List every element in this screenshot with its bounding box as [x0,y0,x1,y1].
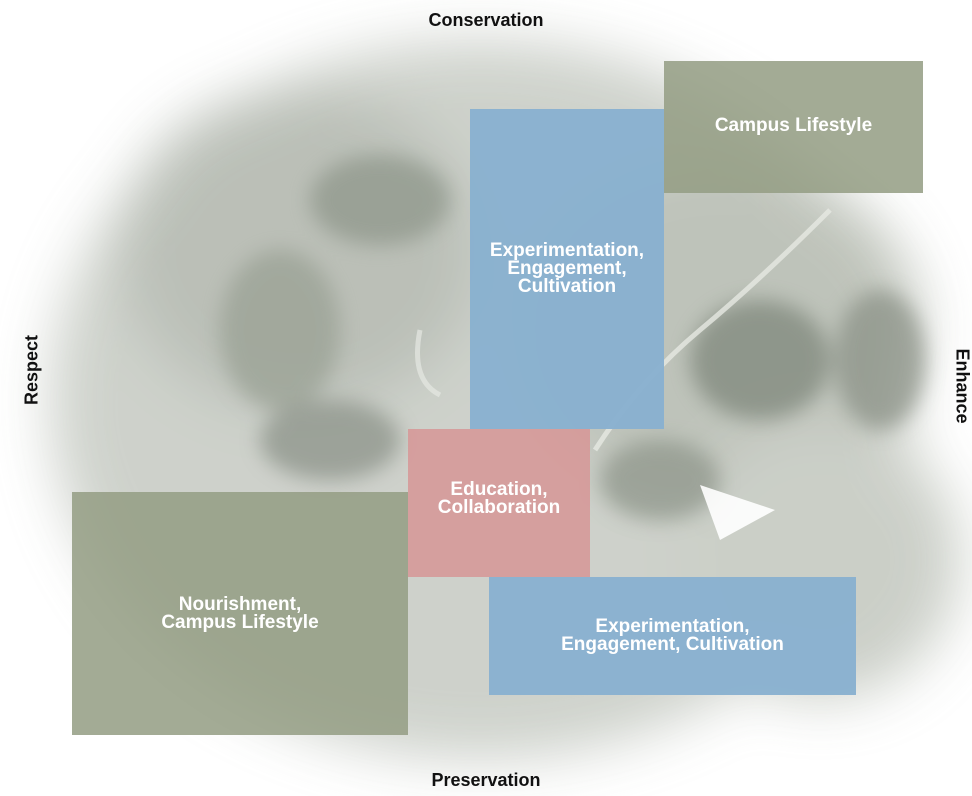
axis-label-left: Respect [21,334,42,406]
zone-campus-lifestyle: Campus Lifestyle [664,61,923,193]
zone-experimentation-vertical: Experimentation, Engagement, Cultivation [470,109,664,429]
axis-label-top: Conservation [428,10,544,30]
zone-education-collaboration: Education, Collaboration [408,429,590,577]
zone-nourishment: Nourishment, Campus Lifestyle [72,492,408,735]
zone-experimentation-horizontal: Experimentation, Engagement, Cultivation [489,577,856,695]
axis-label-right: Enhance [952,348,972,424]
axis-label-bottom: Preservation [431,770,541,790]
rooftop-shape [700,485,775,540]
